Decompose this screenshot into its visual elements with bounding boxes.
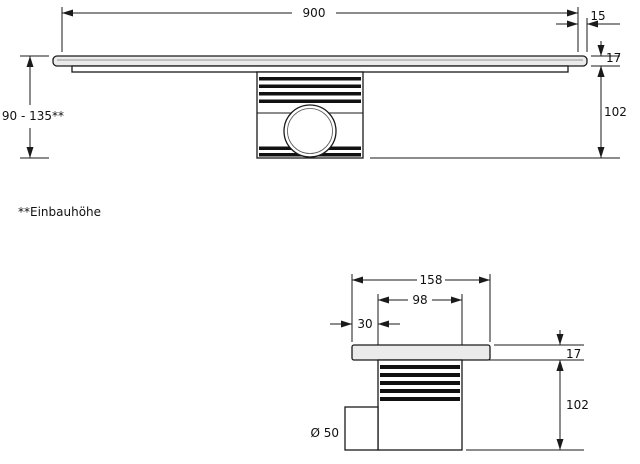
dim-detail-depth-102: 102 bbox=[466, 360, 589, 451]
trap-rib bbox=[259, 99, 361, 103]
dim-flange-height-label: 17 bbox=[566, 347, 581, 361]
trap-rib bbox=[380, 381, 460, 385]
trap-flange bbox=[351, 344, 491, 361]
trap-rib bbox=[259, 77, 361, 81]
dim-edge-label: 15 bbox=[590, 9, 605, 23]
trap-rib bbox=[380, 365, 460, 369]
trap-body-front bbox=[256, 71, 364, 159]
trap-rib bbox=[259, 84, 361, 88]
dim-side-offset-label: 30 bbox=[357, 317, 372, 331]
dim-edge-15: 15 bbox=[556, 9, 620, 52]
dim-install-height: 90 - 135** bbox=[2, 55, 64, 159]
dim-body-width-label: 98 bbox=[412, 293, 427, 307]
channel-grate bbox=[52, 55, 588, 67]
dim-channel-height-label: 17 bbox=[606, 51, 621, 65]
dim-outlet-diameter-label: Ø 50 bbox=[310, 426, 339, 440]
dim-install-height-label: 90 - 135** bbox=[2, 109, 64, 123]
trap-rib bbox=[380, 373, 460, 377]
top-view: 900 15 bbox=[2, 6, 627, 219]
dim-flange-height-17: 17 bbox=[466, 330, 584, 375]
outlet-socket-circle bbox=[283, 104, 337, 158]
detail-view: 158 98 30 17 bbox=[310, 273, 589, 451]
dim-flange-width-label: 158 bbox=[420, 273, 443, 287]
outlet-pipe bbox=[344, 406, 379, 451]
dim-trap-depth-102: 102 bbox=[370, 66, 627, 159]
dim-trap-depth-label: 102 bbox=[604, 105, 627, 119]
trap-rib bbox=[380, 389, 460, 393]
dim-detail-depth-label: 102 bbox=[566, 398, 589, 412]
dim-length-label: 900 bbox=[303, 6, 326, 20]
dim-length-900: 900 bbox=[61, 6, 579, 52]
trap-rib bbox=[380, 397, 460, 401]
dim-side-offset-30: 30 bbox=[330, 317, 400, 331]
trap-body-side bbox=[344, 359, 463, 451]
dim-flange-width-158: 158 bbox=[351, 273, 491, 342]
footnote-text: **Einbauhöhe bbox=[18, 205, 101, 219]
channel-underside bbox=[71, 65, 569, 73]
outlet-socket-inner-circle bbox=[287, 108, 333, 154]
channel-profile bbox=[52, 55, 588, 73]
trap-rib bbox=[259, 92, 361, 96]
dim-channel-height-17: 17 bbox=[591, 41, 621, 81]
